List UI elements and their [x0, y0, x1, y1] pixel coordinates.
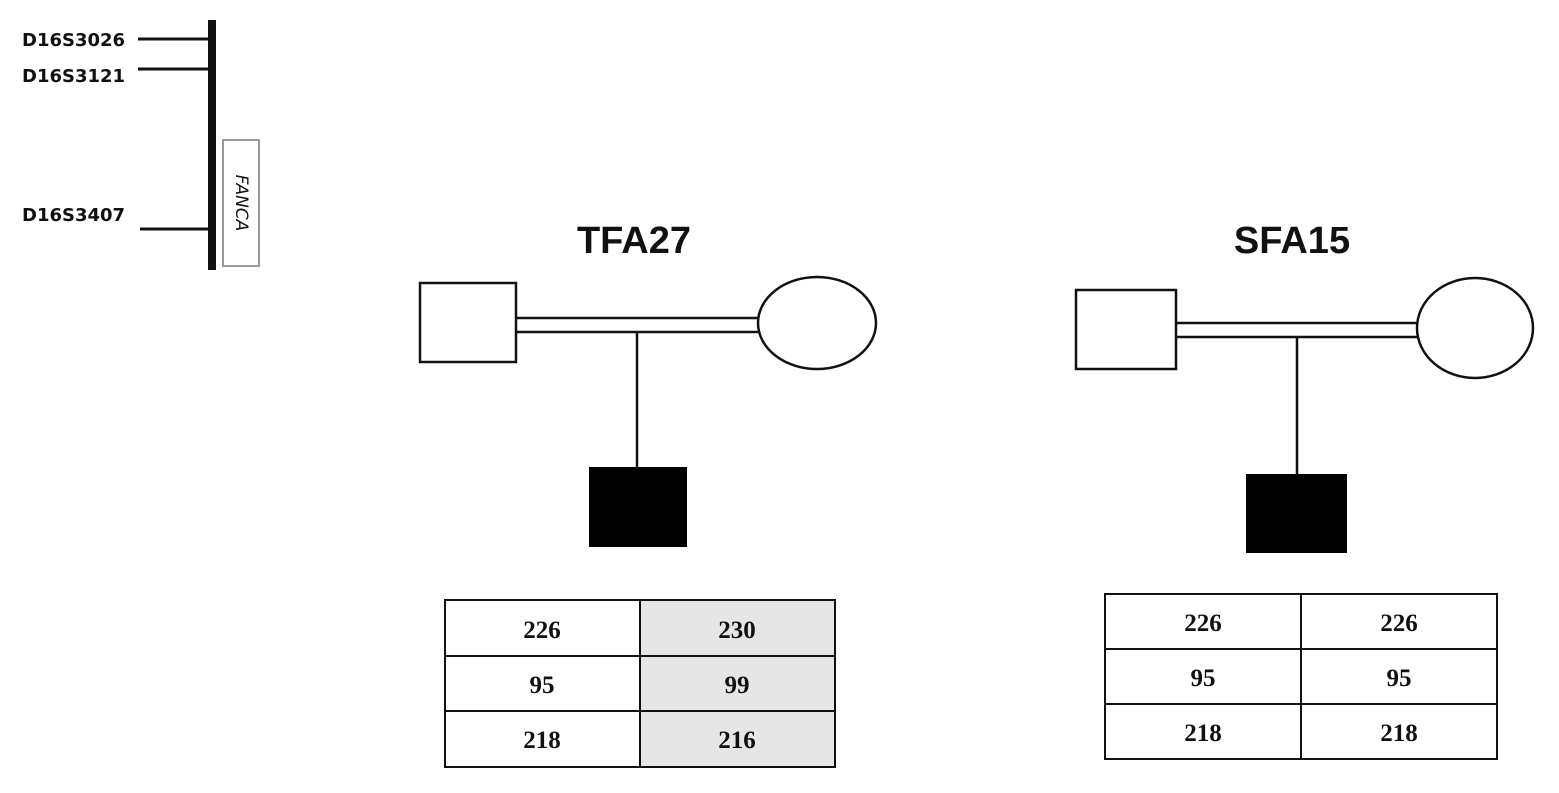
table-cell: 216 [718, 727, 756, 754]
pedigree-title: TFA27 [577, 220, 691, 262]
highlighted-column [640, 600, 835, 767]
affected-son-square [589, 467, 687, 547]
haplotype-table: 226 230 95 99 218 216 [444, 599, 836, 768]
gene-box [222, 139, 260, 267]
pedigree-sfa15: SFA15 226 226 95 95 218 218 [1074, 220, 1535, 760]
table-cell: 95 [530, 672, 555, 699]
pedigree-tfa27: TFA27 226 230 95 99 218 216 [418, 220, 878, 768]
table-cell: 218 [1380, 720, 1418, 747]
table-cell: 218 [523, 727, 561, 754]
table-cell: 230 [718, 617, 756, 644]
table-cell: 99 [725, 672, 750, 699]
marker-label: D16S3026 [22, 30, 125, 51]
table-cell: 226 [1184, 610, 1222, 637]
table-cell: 218 [1184, 720, 1222, 747]
marker-label: D16S3407 [22, 205, 125, 226]
marker-label: D16S3121 [22, 66, 125, 87]
father-square [418, 281, 518, 364]
pedigree-title: SFA15 [1234, 220, 1350, 262]
table-cell: 226 [1380, 610, 1418, 637]
affected-son-square [1246, 474, 1347, 553]
gene-label: FANCA [231, 175, 251, 232]
mother-circle [1415, 276, 1535, 380]
table-cell: 226 [523, 617, 561, 644]
mother-circle [756, 275, 878, 371]
father-square [1074, 288, 1178, 371]
table-cell: 95 [1387, 665, 1412, 692]
chromosome-map: D16S3026 D16S3121 D16S3407 FANCA [22, 20, 260, 270]
table-cell: 95 [1191, 665, 1216, 692]
haplotype-table: 226 226 95 95 218 218 [1104, 593, 1498, 760]
